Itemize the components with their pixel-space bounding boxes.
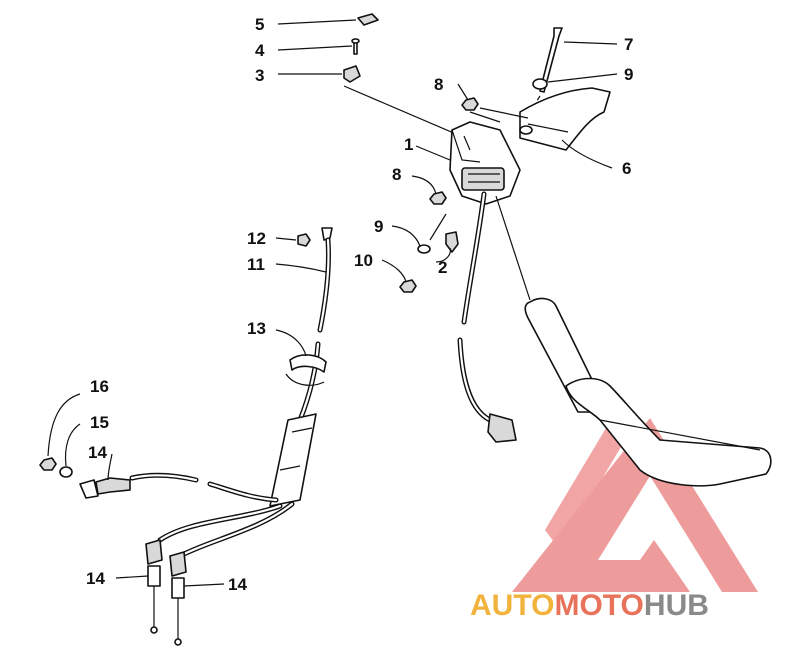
part-8-nut-upper bbox=[461, 97, 479, 111]
part-10-nut bbox=[399, 279, 417, 293]
part-14-adjuster-lower-right bbox=[169, 551, 187, 577]
cable-end-top bbox=[321, 227, 333, 241]
part-5-cap bbox=[357, 13, 379, 26]
part-2-screw bbox=[445, 231, 459, 253]
part-9-washer-lower bbox=[417, 244, 431, 254]
callout-13: 13 bbox=[247, 319, 266, 338]
switch-wire bbox=[457, 191, 517, 443]
callout-2: 2 bbox=[438, 258, 447, 277]
part-1-switch-body bbox=[449, 121, 521, 205]
watermark-text: AUTOMOTOHUB bbox=[470, 589, 709, 622]
part-14-adjuster-lower-left bbox=[145, 539, 163, 565]
callout-14-lower-right: 14 bbox=[228, 575, 247, 594]
part-9-washer-upper bbox=[532, 78, 548, 90]
part-15-washer bbox=[59, 466, 73, 478]
watermark-triangle-outer bbox=[512, 418, 758, 592]
callout-9-lower: 9 bbox=[374, 217, 383, 236]
part-13-band-clamp bbox=[289, 354, 327, 373]
callout-4: 4 bbox=[255, 41, 265, 60]
leader-lines bbox=[47, 19, 618, 587]
watermark-moto: MOTO bbox=[554, 589, 643, 622]
callout-6: 6 bbox=[622, 159, 631, 178]
switch-assembly bbox=[343, 13, 611, 205]
part-12-ferrule bbox=[297, 233, 311, 247]
callout-15: 15 bbox=[90, 413, 109, 432]
watermark-logo bbox=[512, 418, 758, 592]
watermark-auto: AUTO bbox=[470, 589, 554, 622]
wire-connector bbox=[487, 413, 517, 443]
throttle-cable-assembly bbox=[39, 227, 333, 646]
junction-box bbox=[269, 413, 317, 507]
callout-8-upper: 8 bbox=[434, 75, 443, 94]
part-3-clip bbox=[343, 65, 361, 83]
callout-labels: 5 4 3 7 9 8 1 6 8 9 10 2 12 11 13 16 15 … bbox=[86, 15, 633, 594]
callout-16: 16 bbox=[90, 377, 109, 396]
callout-1: 1 bbox=[404, 135, 413, 154]
callout-12: 12 bbox=[247, 229, 266, 248]
handlebar bbox=[495, 195, 772, 487]
callout-10: 10 bbox=[354, 251, 373, 270]
callout-11: 11 bbox=[247, 255, 265, 274]
watermark-hub: HUB bbox=[644, 589, 709, 622]
part-16-nut bbox=[39, 457, 57, 471]
callout-9-upper: 9 bbox=[624, 65, 633, 84]
callout-7: 7 bbox=[624, 35, 633, 54]
callout-3: 3 bbox=[255, 66, 264, 85]
part-6-clamp bbox=[519, 87, 611, 151]
part-7-bolt bbox=[539, 27, 563, 93]
callout-14-lower-left: 14 bbox=[86, 569, 105, 588]
callout-14-left: 14 bbox=[88, 443, 107, 462]
part-14-adjuster-left bbox=[95, 477, 131, 495]
watermark-triangle-left bbox=[545, 418, 638, 550]
part-8-nut-lower bbox=[429, 191, 447, 205]
callout-8-lower: 8 bbox=[392, 165, 401, 184]
cable-end-left bbox=[79, 479, 99, 499]
svg-text:AUTOMOTOHUB: AUTOMOTOHUB bbox=[470, 589, 709, 622]
callout-5: 5 bbox=[255, 15, 264, 34]
